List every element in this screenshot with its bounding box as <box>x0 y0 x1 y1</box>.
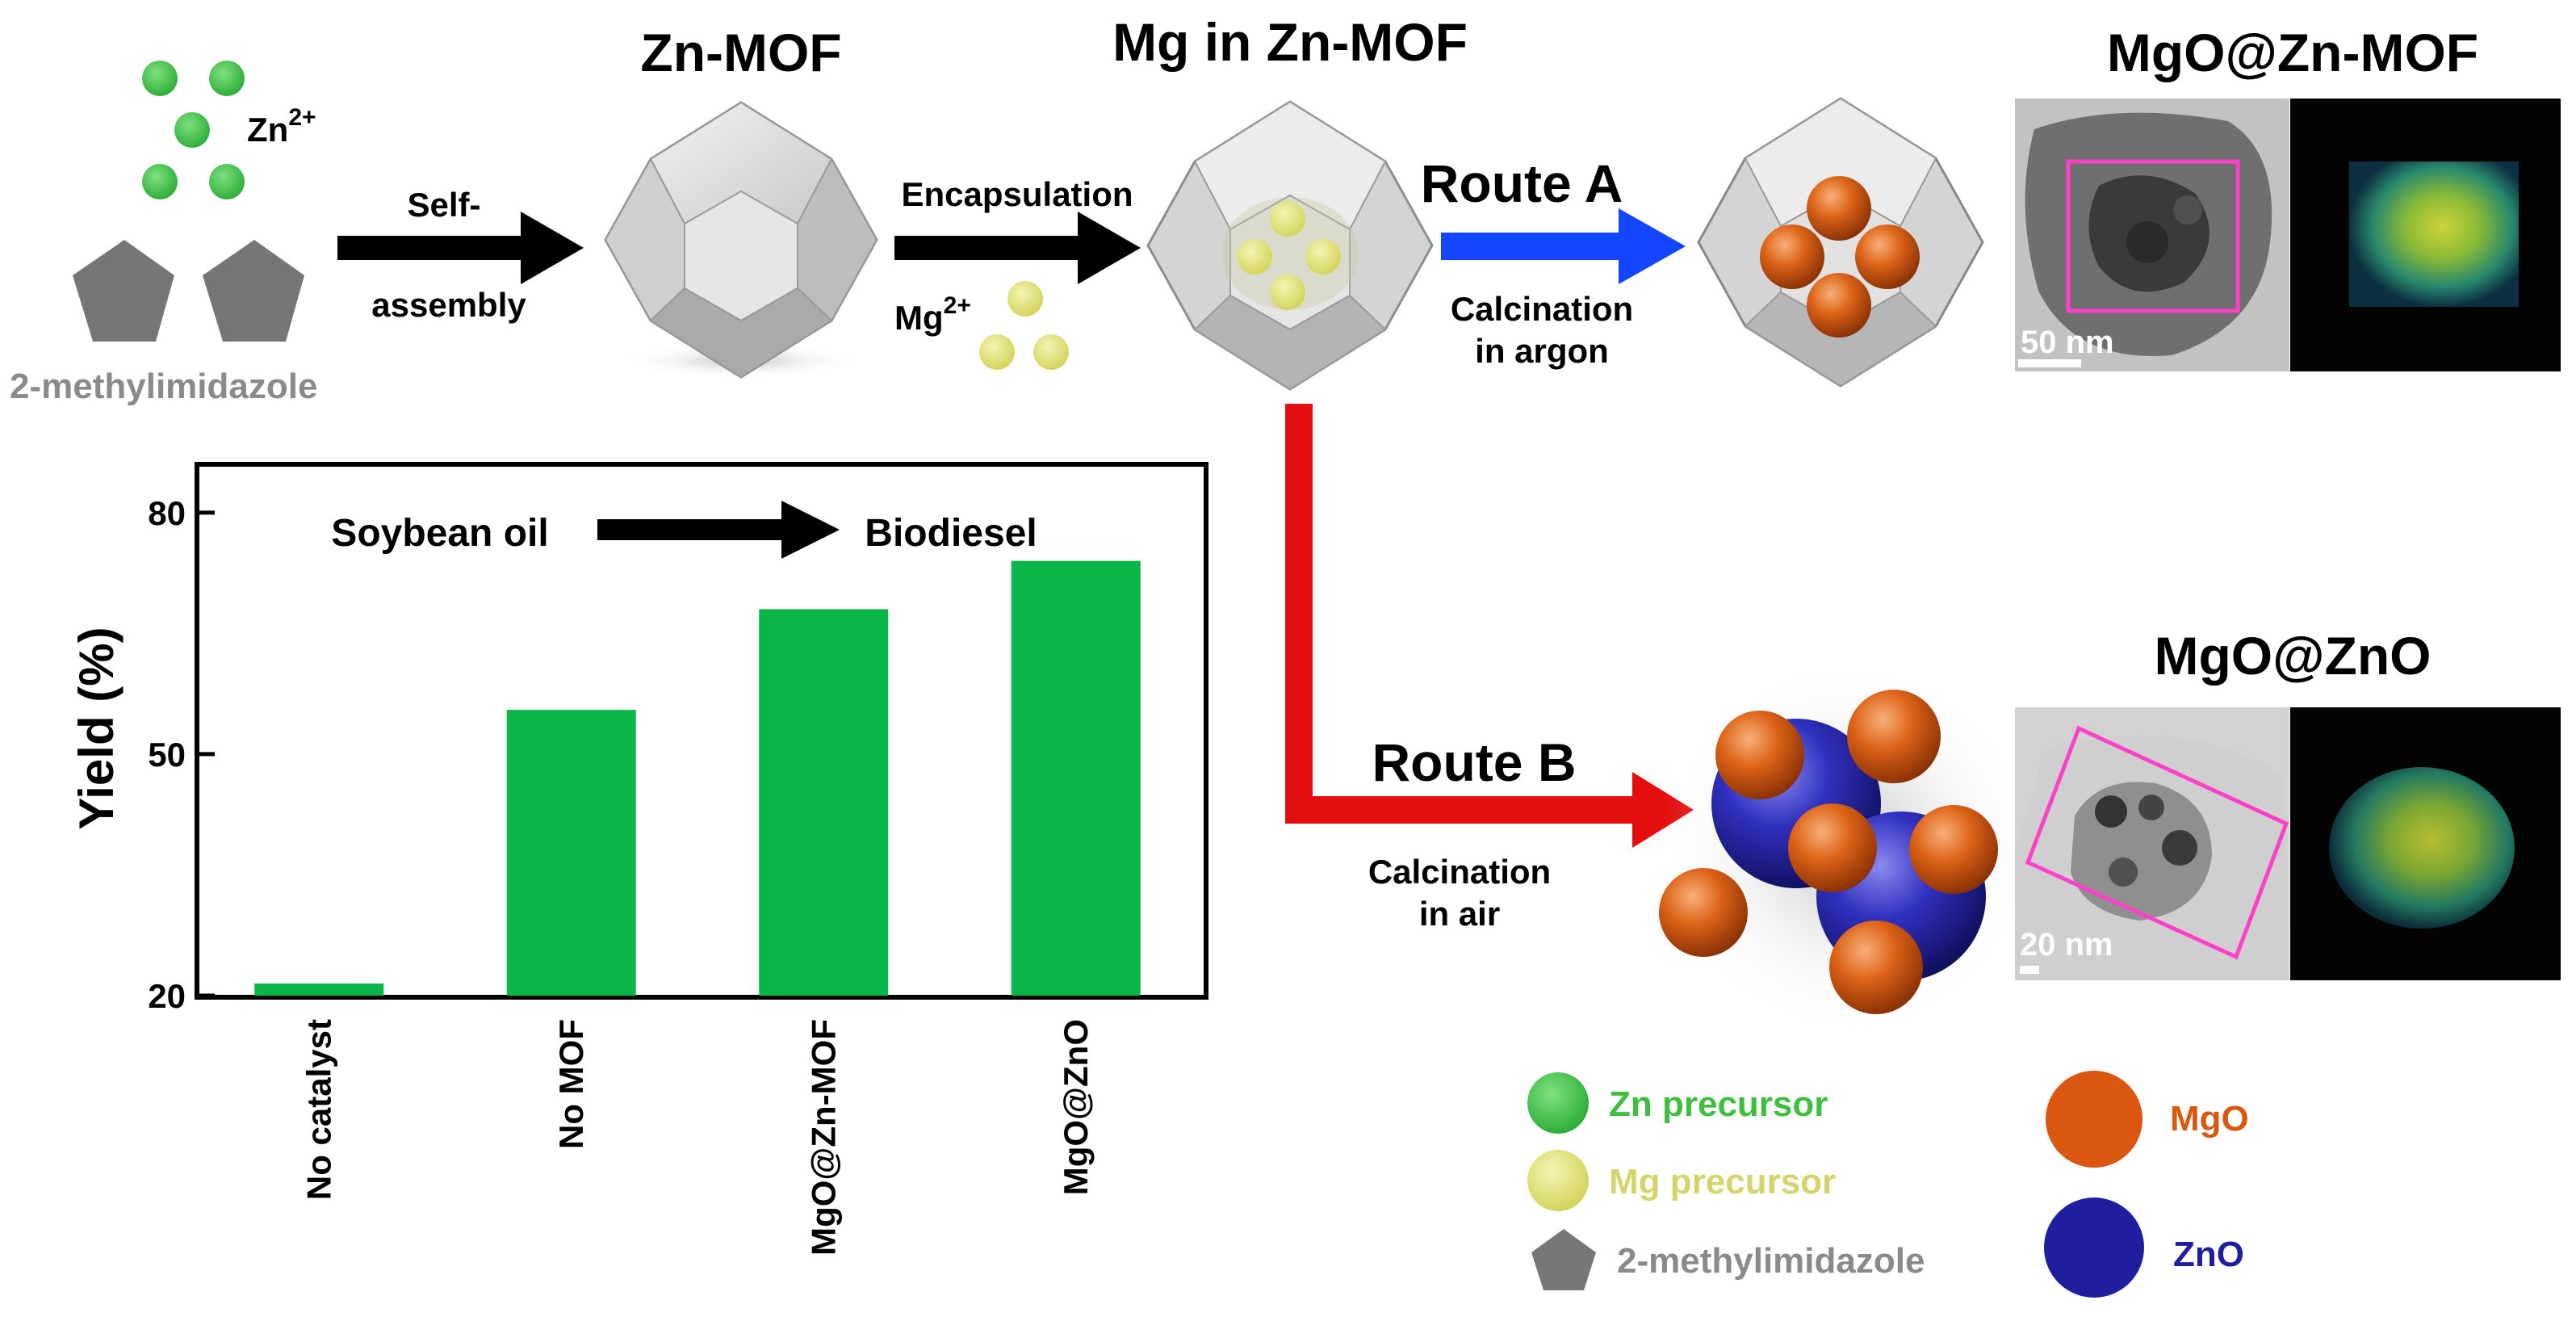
route-a-title: Route A <box>1421 153 1623 213</box>
scale-bar-a <box>2018 359 2081 367</box>
legend-zn-precursor: Zn precursor <box>1609 1084 1828 1124</box>
encapsulation-label: Encapsulation <box>901 175 1133 213</box>
x-tick-label: No catalyst <box>299 1019 337 1200</box>
scale-label-b: 20 nm <box>2020 927 2113 963</box>
self-assembly-arrow <box>337 212 584 284</box>
mg-in-zn-mof-title: Mg in Zn-MOF <box>1112 12 1468 72</box>
zn-mof-crystal-icon <box>604 101 878 379</box>
route-b-title: Route B <box>1372 732 1577 792</box>
mg-ion-cluster <box>979 281 1069 370</box>
self-assembly-label-line2: assembly <box>371 286 526 324</box>
tem-image-a <box>2015 99 2289 371</box>
bars <box>254 560 1141 996</box>
mg-in-zn-mof-crystal-icon <box>1146 100 1434 391</box>
route-a-arrow <box>1441 208 1686 284</box>
mgo-legend-icon <box>2046 1071 2142 1168</box>
mgo-zn-mof-crystal-icon <box>1697 97 1984 388</box>
legend-zno: ZnO <box>2173 1235 2244 1274</box>
self-assembly-label-line1: Self- <box>407 186 480 224</box>
linker-pentagon-icons <box>73 240 304 342</box>
linker-legend-icon <box>1531 1229 1596 1290</box>
route-a-label-line1: Calcination <box>1451 290 1633 328</box>
bar-no-mof <box>506 710 636 996</box>
y-tick-label: 50 <box>148 736 186 774</box>
eds-map-b <box>2290 707 2561 980</box>
mg-sphere-icon <box>1270 201 1305 237</box>
x-axis-labels: No catalyst No MOF MgO@Zn-MOF MgO@ZnO <box>299 1019 1095 1256</box>
mg-precursor-legend-icon <box>1527 1150 1589 1211</box>
route-b-label-line1: Calcination <box>1368 853 1551 891</box>
zno-legend-icon <box>2044 1197 2144 1298</box>
legend: Zn precursor Mg precursor 2-methylimidaz… <box>1527 1071 2249 1298</box>
mgo-zno-title: MgO@ZnO <box>2155 626 2431 686</box>
route-b-label-line2: in air <box>1419 895 1500 933</box>
y-axis-ticks: 80 50 20 <box>148 494 215 1015</box>
chart-frame <box>195 462 1208 1000</box>
scale-bar-b <box>2020 966 2039 974</box>
scale-label-a: 50 nm <box>2021 325 2114 360</box>
mgo-zno-particle-icon <box>1659 658 2038 1038</box>
yield-bar-chart: Yield (%) 80 50 20 Soybean oil Biodiesel N… <box>69 462 1208 1256</box>
mg-ion-label: Mg2+ <box>894 292 971 337</box>
y-tick-label: 20 <box>148 977 186 1015</box>
eds-map-a <box>2290 99 2561 371</box>
legend-mg-precursor: Mg precursor <box>1609 1162 1836 1202</box>
mgo-zn-mof-title: MgO@Zn-MOF <box>2107 23 2478 82</box>
bar-no-catalyst <box>254 984 384 996</box>
roi-box-a <box>2066 159 2240 313</box>
route-a-label-line2: in argon <box>1475 332 1609 370</box>
bar-mgo-zn-mof <box>759 609 889 996</box>
legend-linker: 2-methylimidazole <box>1617 1241 1925 1281</box>
bar-mgo-zno <box>1011 560 1141 996</box>
legend-mgo: MgO <box>2170 1099 2249 1139</box>
annotation-to: Biodiesel <box>865 512 1037 555</box>
y-tick-label: 80 <box>148 494 186 532</box>
tem-image-b <box>2015 707 2289 980</box>
linker-label: 2-methylimidazole <box>10 367 317 406</box>
zn-mof-title: Zn-MOF <box>640 23 841 82</box>
y-axis-label: Yield (%) <box>69 627 124 829</box>
roi-box-b <box>2025 725 2289 960</box>
x-tick-label: MgO@Zn-MOF <box>804 1019 842 1256</box>
zn-precursor-legend-icon <box>1527 1072 1589 1134</box>
annotation-from: Soybean oil <box>331 512 548 555</box>
encapsulation-arrow <box>894 212 1141 284</box>
x-tick-label: MgO@ZnO <box>1057 1019 1095 1195</box>
zn-ion-cluster <box>142 61 245 199</box>
chart-annotation: Soybean oil Biodiesel <box>331 501 1037 559</box>
x-tick-label: No MOF <box>552 1019 590 1149</box>
zn-ion-label: Zn2+ <box>247 104 316 149</box>
